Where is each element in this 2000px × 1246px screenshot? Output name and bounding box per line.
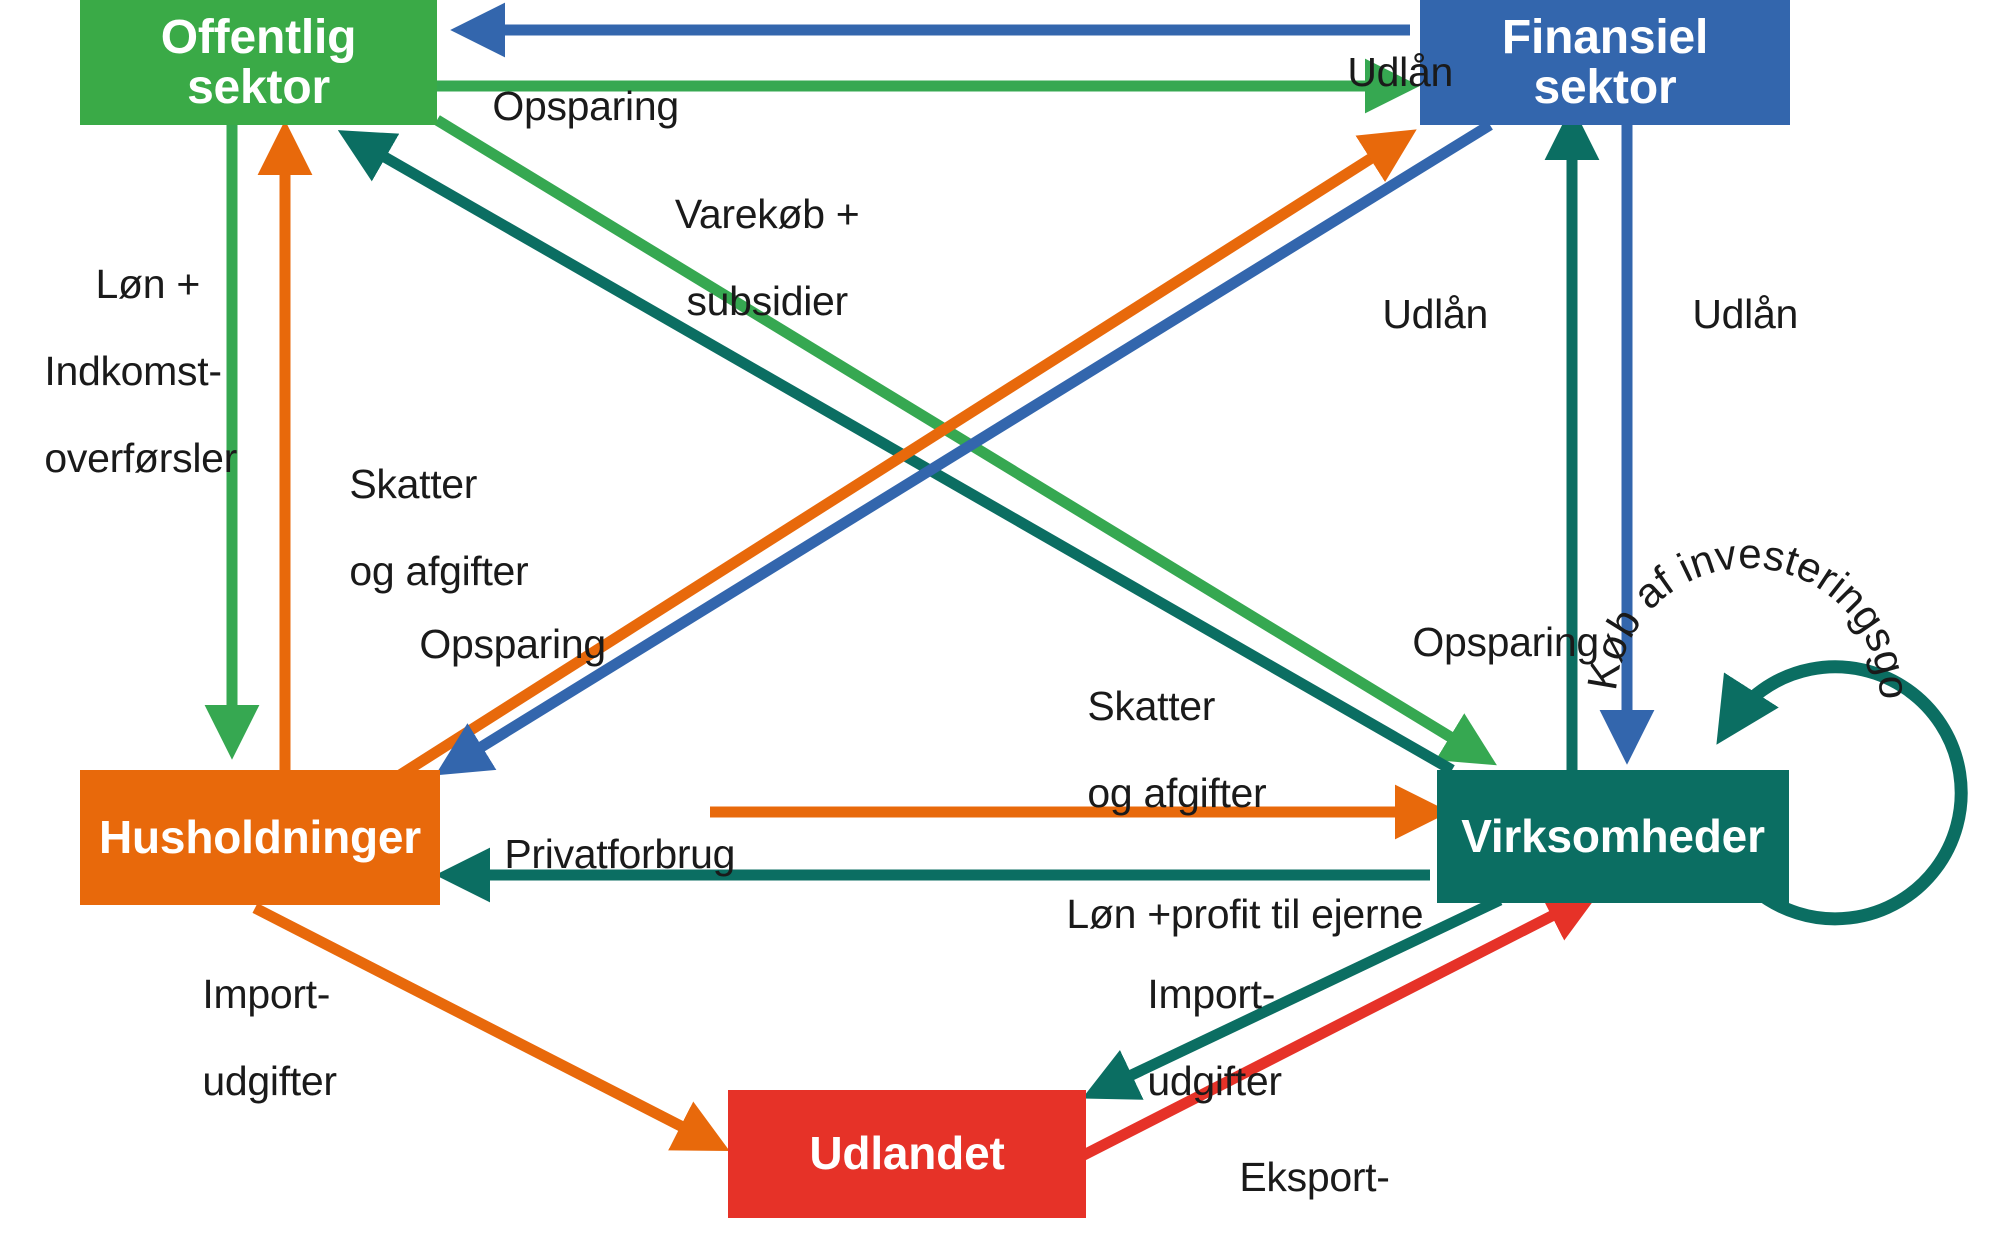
label-opsparing-husholdninger-finansiel: Opsparing [419,621,606,668]
label-udlaan-finansiel-husholdninger: Udlån [1382,291,1488,338]
node-offentlig-label-2: sektor [187,60,330,114]
label-udlaan-finansiel-virksomheder: Udlån [1692,291,1798,338]
arrow-udlaan-finansiel-to-husholdninger [435,120,1493,776]
node-offentlig-sektor[interactable]: Offentlig sektor [80,0,437,125]
label-lon-profit-til-ejerne: Løn +profit til ejerne [1066,891,1424,938]
node-udlandet-label: Udlandet [809,1127,1005,1180]
arrow-import-udgifter-virksomheder [1082,895,1503,1100]
arrow-kob-af-investeringsgoder-loop [1716,660,1968,926]
node-virksomheder[interactable]: Virksomheder [1437,770,1789,903]
label-varekob-subsidier: Varekøb + subsidier [674,191,860,325]
label-udlaan-top: Udlån [1347,49,1453,96]
node-finansiel-label-1: Finansiel [1501,10,1709,64]
node-husholdninger[interactable]: Husholdninger [80,770,440,905]
label-skatter-og-afgifter-virksomheder: Skatter og afgifter [1087,683,1267,817]
node-finansiel-label-2: sektor [1533,60,1677,114]
node-virksomheder-label: Virksomheder [1461,809,1765,862]
arrow-opsparing-husholdninger-to-finansiel [397,129,1417,780]
label-import-udgifter-virksomheder: Import- udgifter [1147,971,1282,1105]
label-skatter-og-afgifter-husholdninger: Skatter og afgifter [349,461,529,595]
arrow-import-udgifter-husholdninger [252,903,730,1152]
label-import-udgifter-husholdninger: Import- udgifter [202,971,337,1105]
arrow-varekob-subsidier [434,115,1497,766]
label-lon-indkomstoverforsler: Løn + Indkomst- overførsler [44,261,237,482]
label-eksport-indtaegter: Eksport- indtægter [1239,1154,1410,1246]
label-opsparing-virksomheder-finansiel: Opsparing [1412,619,1599,666]
label-privatforbrug: Privatforbrug [504,831,736,878]
arrow-eksport-indtaegter [1075,890,1601,1163]
node-udlandet[interactable]: Udlandet [728,1090,1086,1218]
node-offentlig-label-1: Offentlig [160,10,357,64]
node-finansiel-sektor[interactable]: Finansiel sektor [1420,0,1790,125]
node-husholdninger-label: Husholdninger [99,810,421,863]
label-opsparing-offentlig-finansiel: Opsparing [492,83,679,130]
